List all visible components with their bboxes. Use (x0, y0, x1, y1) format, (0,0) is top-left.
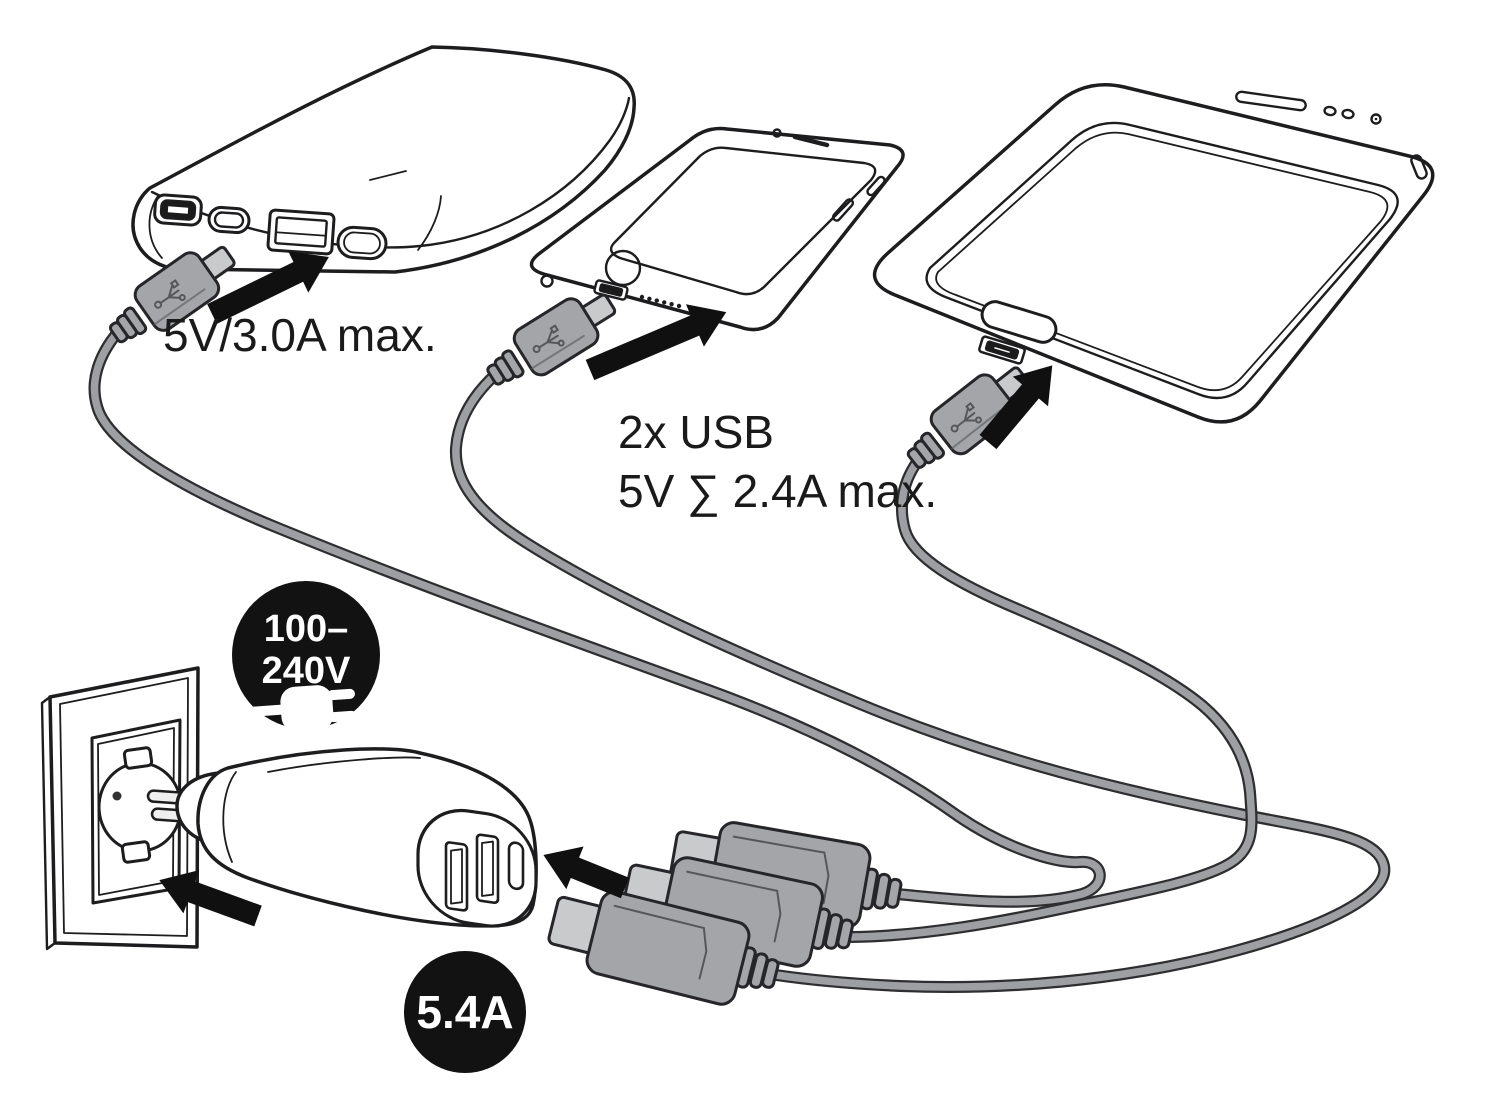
insert-arrow-outlet (159, 870, 262, 927)
smartphone-large-illustration (872, 83, 1435, 424)
power-plug-icon (246, 685, 357, 732)
charger-usb-a-port-2 (475, 833, 500, 905)
usb-cable-small-phone (449, 368, 1391, 993)
voltage-badge: 100– 240V (232, 581, 380, 732)
speaker-holes (639, 294, 682, 309)
socket-contact-hole (112, 791, 122, 801)
speaker-grille (1235, 90, 1307, 112)
smartphone-small-illustration (529, 126, 905, 332)
power-bank-illustration (131, 45, 636, 274)
socket-recess (97, 761, 183, 853)
charger-port-face (416, 808, 538, 928)
micro-usb-port-large-phone (978, 335, 1026, 365)
usb-c-port-powerbank (207, 205, 251, 235)
insert-arrow-small-phone (585, 304, 727, 381)
usb-cable-large-phone (846, 452, 1258, 943)
side-buttons (831, 175, 886, 222)
current-badge: 5.4A (404, 951, 526, 1073)
front-camera-dot (772, 128, 782, 138)
powerbank-output-label: 5V/3.0A max. (163, 309, 437, 361)
micro-usb-connector-small-phone (476, 279, 626, 401)
insert-arrow-charger (543, 846, 630, 899)
charging-port-small-phone (593, 279, 629, 301)
usb-shared-label-line1: 2x USB (618, 406, 774, 458)
home-button-small-phone (604, 249, 642, 287)
insert-arrow-large-phone (979, 365, 1053, 450)
voltage-badge-line2: 240V (262, 650, 351, 692)
charger-usb-a-port-1 (444, 841, 469, 912)
micro-usb-port-powerbank (153, 193, 203, 227)
voltage-badge-line1: 100– (264, 608, 349, 650)
insert-arrow-powerbank (207, 251, 329, 324)
current-badge-text: 5.4A (416, 986, 513, 1038)
usb-a-port-powerbank (266, 208, 336, 256)
front-camera-dots (1323, 105, 1382, 125)
usb-shared-label-line2: 5V ∑ 2.4A max. (618, 465, 937, 517)
socket-notch-bottom (120, 840, 152, 864)
socket-notch-top (122, 746, 154, 770)
home-button (980, 300, 1058, 344)
wall-outlet-illustration (40, 666, 200, 951)
side-button (1410, 154, 1428, 180)
power-button (336, 225, 388, 261)
usb-charger-illustration (175, 747, 538, 928)
earpiece-speaker (792, 134, 830, 148)
usb-cable-powerbank (88, 326, 1106, 908)
headphone-jack (540, 274, 554, 288)
charger-usb-c-port (507, 841, 525, 891)
